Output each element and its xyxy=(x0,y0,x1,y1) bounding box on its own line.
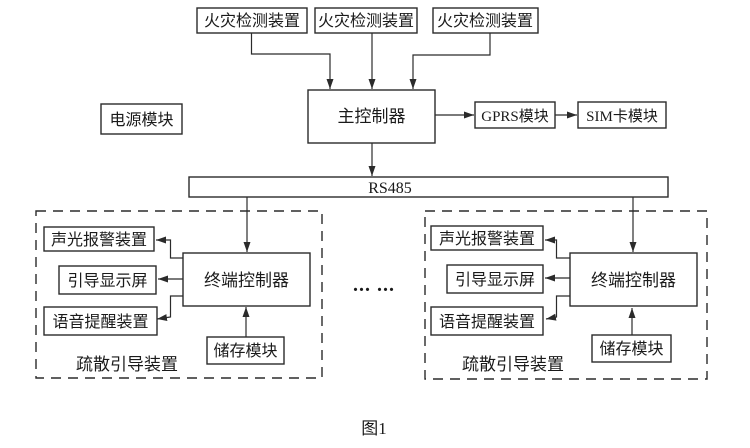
guidance-display-label-left: 引导显示屏 xyxy=(67,272,147,290)
guidance-display-label-right: 引导显示屏 xyxy=(455,271,535,289)
arrow-terminal-to-voice-left xyxy=(156,295,183,321)
sound-light-alarm-label-right: 声光报警装置 xyxy=(439,230,535,248)
evacuation-group-label-right: 疏散引导装置 xyxy=(462,355,564,374)
guidance-display-box-left xyxy=(58,265,157,295)
fire-detector-label-3: 火灾检测装置 xyxy=(437,12,533,30)
storage-module-box-left xyxy=(206,336,285,365)
voice-reminder-label-right: 语音提醒装置 xyxy=(439,313,535,331)
evacuation-group-right-border xyxy=(424,210,708,380)
fire-detector-box-2 xyxy=(314,7,418,34)
evacuation-group-label-left: 疏散引导装置 xyxy=(76,355,178,374)
rs485-bus-label: RS485 xyxy=(368,180,412,197)
rs485-bus-bar xyxy=(188,176,669,198)
fire-detector-label-1: 火灾检测装置 xyxy=(204,12,300,30)
guidance-display-box-right xyxy=(446,264,544,294)
voice-reminder-box-left xyxy=(43,306,158,336)
voice-reminder-label-left: 语音提醒装置 xyxy=(52,313,148,331)
sim-module-label: SIM卡模块 xyxy=(586,108,658,125)
storage-module-box-right xyxy=(591,334,672,363)
gprs-module-label: GPRS模块 xyxy=(481,108,549,125)
fire-detector-box-1 xyxy=(196,7,308,34)
terminal-controller-box-right xyxy=(569,252,698,307)
power-module-label: 电源模块 xyxy=(109,111,173,129)
main-controller-label: 主控制器 xyxy=(338,107,406,126)
voice-reminder-box-right xyxy=(430,306,544,336)
evacuation-group-left-border xyxy=(35,210,323,379)
sound-light-alarm-box-left xyxy=(43,226,155,252)
storage-module-label-left: 储存模块 xyxy=(213,342,277,360)
arrow-detector3-to-main xyxy=(409,33,491,89)
figure-caption: 图1 xyxy=(361,419,387,438)
evacuation-group-right: 声光报警装置 引导显示屏 语音提醒装置 终端控制器 储存模块 疏散引导装置 xyxy=(424,210,708,380)
sim-module-box xyxy=(577,101,667,129)
ellipsis-between-groups: ... ... xyxy=(353,274,395,296)
gprs-module-box xyxy=(474,101,556,129)
terminal-controller-label-right: 终端控制器 xyxy=(591,271,676,290)
power-module-box xyxy=(100,103,183,135)
terminal-controller-label-left: 终端控制器 xyxy=(204,271,289,290)
terminal-controller-box-left xyxy=(182,252,311,307)
arrow-terminal-to-alarm-right xyxy=(545,236,570,259)
arrow-terminal-to-alarm-left xyxy=(156,236,183,259)
fire-detector-box-3 xyxy=(432,7,539,34)
storage-module-label-right: 储存模块 xyxy=(599,340,663,358)
arrow-terminal-to-voice-right xyxy=(545,295,570,321)
arrow-detector1-to-main xyxy=(250,33,334,89)
fire-detector-label-2: 火灾检测装置 xyxy=(318,12,414,30)
sound-light-alarm-label-left: 声光报警装置 xyxy=(51,231,147,249)
sound-light-alarm-box-right xyxy=(430,225,544,251)
evacuation-group-left: 声光报警装置 引导显示屏 语音提醒装置 终端控制器 储存模块 疏散引导装置 xyxy=(35,210,323,379)
